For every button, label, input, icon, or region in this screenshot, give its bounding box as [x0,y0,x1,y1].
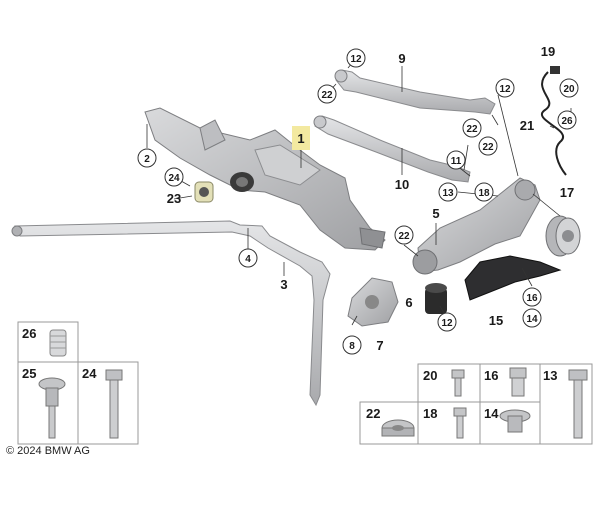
svg-text:7: 7 [376,338,383,353]
callout-12-bottom: 12 [437,312,457,332]
callout-23: 23 [167,191,181,206]
svg-text:9: 9 [398,51,405,66]
stabilizer-bar [11,220,331,407]
callout-21: 21 [520,118,534,133]
hw-bolt-13 [568,369,588,439]
svg-text:2: 2 [144,154,150,165]
callout-11: 11 [446,150,466,170]
svg-text:10: 10 [395,177,409,192]
hw-nut-14 [499,409,531,433]
callout-24: 24 [164,167,184,187]
svg-text:21: 21 [520,118,534,133]
svg-text:12: 12 [350,54,362,65]
svg-text:14: 14 [526,314,538,325]
hw-sleeve-26 [49,329,67,357]
toe-link [313,115,471,183]
svg-text:16: 16 [526,293,538,304]
callout-3: 3 [280,277,287,292]
svg-text:26: 26 [561,116,573,127]
callout-22-a: 22 [317,84,337,104]
callout-14: 14 [522,308,542,328]
callout-2: 2 [137,148,157,168]
svg-text:24: 24 [168,173,180,184]
callout-12-top: 12 [346,48,366,68]
mounting-bracket [347,277,399,327]
svg-text:1: 1 [297,131,304,146]
svg-text:23: 23 [167,191,181,206]
svg-text:20: 20 [563,84,575,95]
callout-16: 16 [522,287,542,307]
hw-label-14: 14 [484,406,499,421]
hw-label-26: 26 [22,326,36,341]
callout-20: 20 [559,78,579,98]
bracket [464,255,562,301]
svg-text:5: 5 [432,206,439,221]
hw-label-18: 18 [423,406,437,421]
hw-label-13: 13 [543,368,557,383]
callout-9: 9 [398,51,405,66]
hw-nut-22 [381,419,415,437]
svg-text:13: 13 [442,188,454,199]
svg-text:17: 17 [560,185,574,200]
callout-18: 18 [474,182,494,202]
svg-text:22: 22 [482,142,494,153]
callout-22-c: 22 [478,136,498,156]
hw-screw-18 [453,407,467,439]
svg-text:19: 19 [541,44,555,59]
svg-text:12: 12 [499,84,511,95]
hw-bolt-25 [38,377,66,439]
svg-text:11: 11 [451,156,462,167]
callout-17: 17 [560,185,574,200]
hardware-grid-left [17,321,139,445]
hw-label-22: 22 [366,406,380,421]
callout-6: 6 [405,295,412,310]
hw-label-24: 24 [82,366,97,381]
svg-text:18: 18 [478,188,490,199]
hw-label-20: 20 [423,368,437,383]
callout-22-d: 22 [394,225,414,245]
wheel-carrier [412,177,541,275]
hw-nut-16 [509,367,527,397]
callout-22-b: 22 [462,118,482,138]
subframe-bushing [194,181,214,203]
svg-text:22: 22 [321,90,333,101]
svg-text:22: 22 [466,124,478,135]
svg-text:12: 12 [441,318,453,329]
callout-12-right: 12 [495,78,515,98]
callout-15: 15 [489,313,503,328]
svg-text:15: 15 [489,313,503,328]
callout-7: 7 [376,338,383,353]
callout-26-sensor: 26 [557,110,577,130]
callout-5: 5 [432,206,439,221]
hw-screw-20 [451,369,465,397]
callout-1: 1 [292,126,310,150]
callout-8: 8 [342,335,362,355]
hw-label-16: 16 [484,368,498,383]
rear-axle-subframe [144,107,386,251]
callout-13: 13 [438,182,458,202]
bushing [425,283,447,314]
callout-19: 19 [541,44,555,59]
wheel-speed-sensor [541,66,567,176]
svg-text:22: 22 [398,231,410,242]
hardware-grid-right [359,363,593,445]
svg-text:8: 8 [349,341,355,352]
upper-control-arm [334,69,496,115]
hw-bolt-24 [105,369,123,439]
copyright-notice: © 2024 BMW AG [6,445,90,457]
svg-text:6: 6 [405,295,412,310]
wheel-hub [545,215,581,257]
hw-label-25: 25 [22,366,36,381]
callout-4: 4 [238,248,258,268]
svg-text:4: 4 [245,254,251,265]
callout-10: 10 [395,177,409,192]
svg-text:3: 3 [280,277,287,292]
